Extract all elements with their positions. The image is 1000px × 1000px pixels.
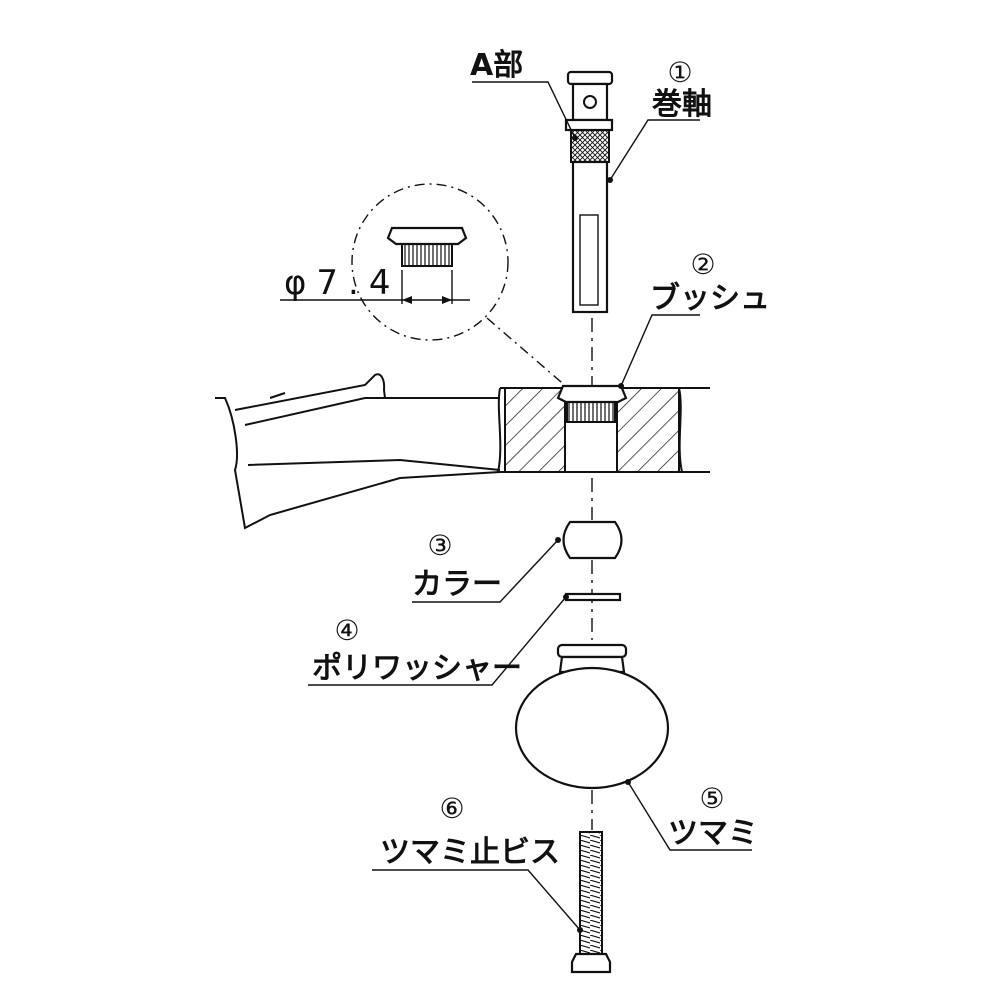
leader-lines bbox=[308, 81, 752, 933]
poly-washer bbox=[564, 592, 622, 602]
dimension-label: φ7.4 bbox=[284, 263, 401, 303]
bush-detail-view: φ7.4 bbox=[280, 183, 569, 389]
part-labels: A部 ① 巻軸 ② ブッシュ ③ カラー ④ ポリワッシャー ⑤ ツマミ ⑥ ツ… bbox=[312, 48, 770, 870]
part-2-number: ② bbox=[690, 248, 715, 281]
part-3-name: カラー bbox=[412, 567, 502, 602]
part-5-name: ツマミ bbox=[668, 816, 758, 851]
part-6-number: ⑥ bbox=[439, 792, 464, 825]
knob-screw bbox=[570, 831, 612, 974]
part-2-name: ブッシュ bbox=[650, 281, 770, 316]
part-6-name: ツマミ止ビス bbox=[380, 835, 560, 870]
part-5-number: ⑤ bbox=[699, 782, 724, 815]
part-1-name: 巻軸 bbox=[651, 87, 712, 122]
knob bbox=[514, 643, 670, 790]
part-4-name: ポリワッシャー bbox=[312, 651, 522, 686]
collar bbox=[562, 520, 623, 560]
part-1-number: ① bbox=[667, 56, 692, 89]
part-4-number: ④ bbox=[334, 614, 359, 647]
reel-arm-body bbox=[215, 373, 710, 530]
winding-shaft bbox=[564, 70, 614, 314]
a-part-label: A部 bbox=[470, 48, 523, 83]
part-3-number: ③ bbox=[427, 529, 452, 562]
